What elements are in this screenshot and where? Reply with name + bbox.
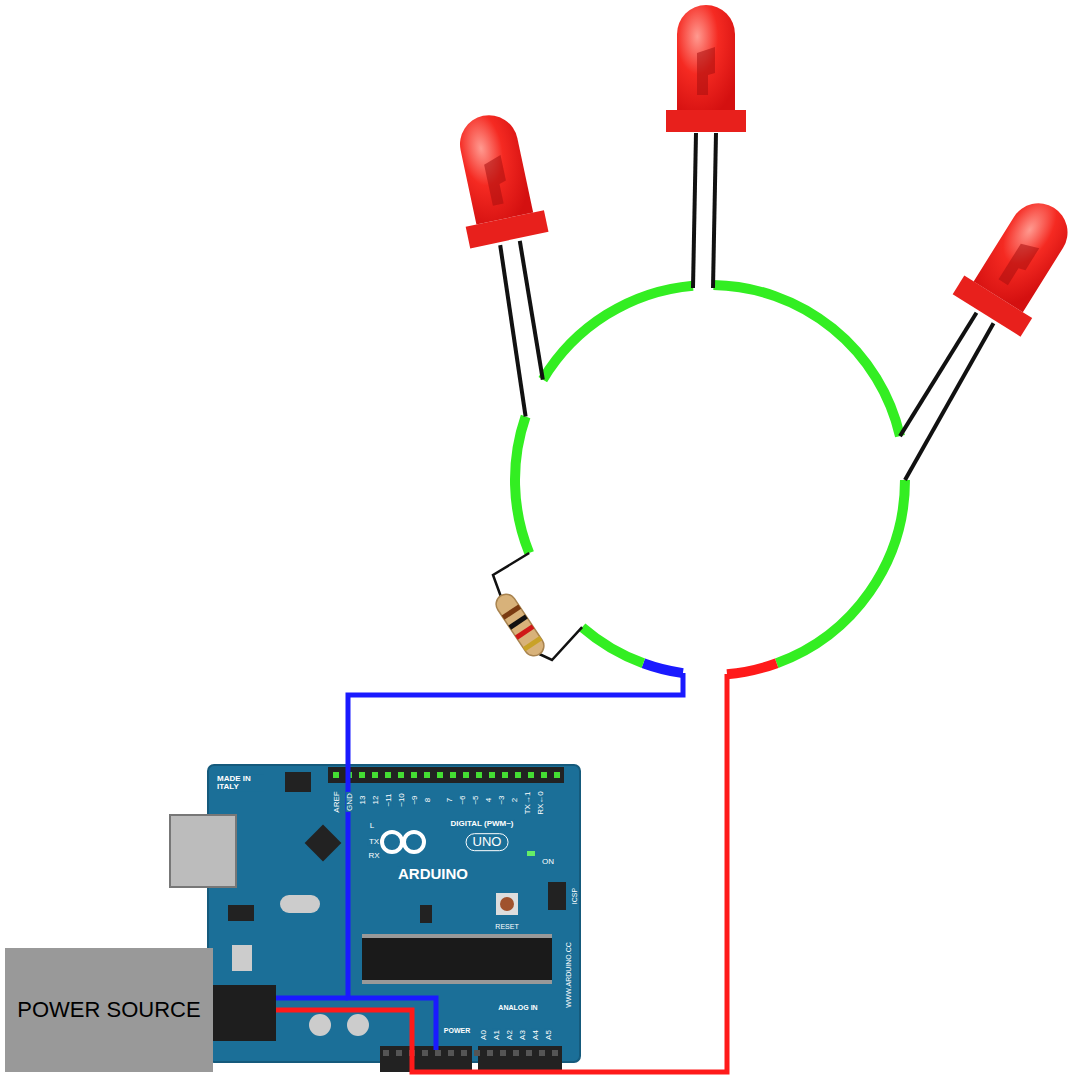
- pin-number: 7: [446, 797, 454, 803]
- power-source-box: POWER SOURCE: [5, 948, 213, 1072]
- header-title: DIGITAL (PWM~): [449, 820, 514, 828]
- pin-name: A4: [532, 1029, 540, 1041]
- led-marking: RX: [367, 852, 380, 860]
- pin-number: 12: [372, 795, 380, 806]
- pin-number: 2: [511, 797, 519, 803]
- pin-number: ~5: [472, 794, 480, 805]
- pin-name: A3: [519, 1029, 527, 1041]
- pin-name: AREF: [333, 790, 341, 813]
- header-title: POWER: [443, 1027, 471, 1034]
- arduino-board: [170, 765, 580, 1072]
- pin-number: 13: [359, 795, 367, 806]
- pin-name: A2: [506, 1029, 514, 1041]
- pin-name: GND: [346, 792, 354, 812]
- led-symbol: [666, 5, 746, 132]
- pin-number: 8: [424, 797, 432, 803]
- board-marking: WWW.ARDUINO.CC: [565, 941, 572, 1009]
- led-leg: [500, 133, 993, 480]
- led-marking: TX: [368, 838, 380, 846]
- resistor-symbol: [492, 553, 582, 660]
- led-symbol: [444, 108, 549, 249]
- node-label: POWER SOURCE: [17, 997, 200, 1023]
- pin-number: 4: [485, 797, 493, 803]
- pin-number: ~9: [411, 794, 419, 805]
- header-title: ANALOG IN: [497, 1004, 538, 1011]
- pin-number: TX→1: [524, 791, 532, 816]
- pin-number: ~11: [385, 793, 393, 808]
- pin-number: ~10: [398, 792, 406, 808]
- pin-number: RX←0: [537, 790, 545, 816]
- header-title: ICSP: [571, 887, 578, 905]
- pin-number: ~6: [459, 794, 467, 805]
- pin-name: A5: [545, 1029, 553, 1041]
- led-marking: L: [369, 822, 375, 830]
- board-model: UNO: [466, 833, 509, 851]
- pin-name: A1: [493, 1029, 501, 1041]
- ring-wire: [515, 285, 905, 674]
- led-symbol: [953, 187, 1080, 337]
- pin-number: ~3: [498, 794, 506, 805]
- led-marking: ON: [541, 858, 555, 866]
- board-marking: MADE IN ITALY: [216, 775, 264, 792]
- supply-wire: [276, 673, 727, 1072]
- button-marking: RESET: [494, 923, 519, 930]
- pin-name: A0: [480, 1029, 488, 1041]
- board-logo-text: ARDUINO: [397, 866, 469, 882]
